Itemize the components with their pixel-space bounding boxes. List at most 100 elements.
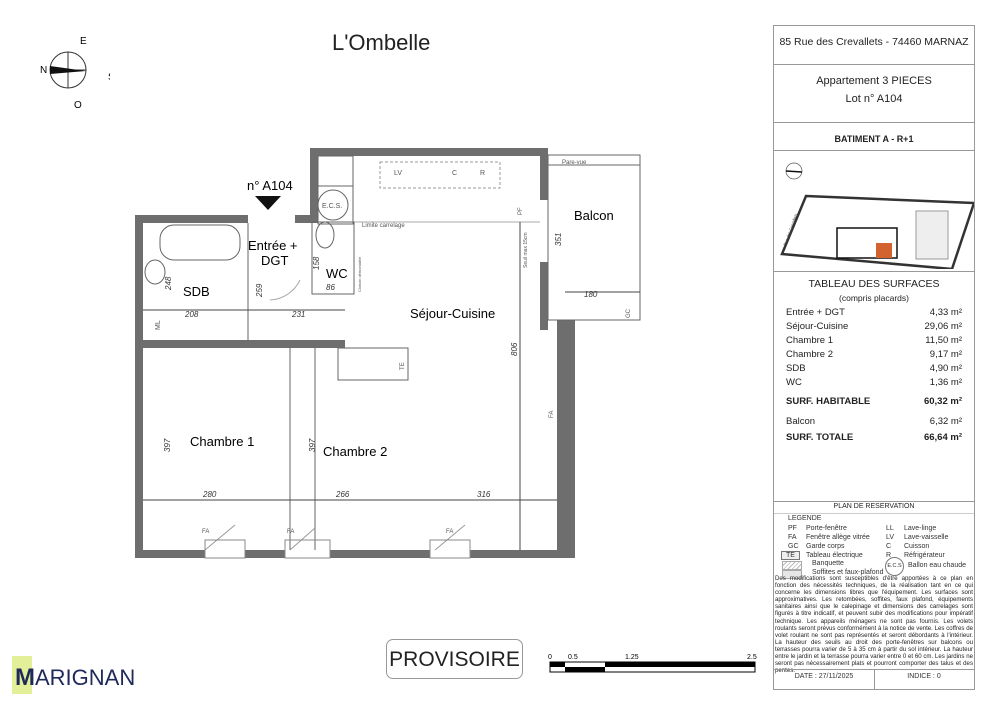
legend-label: Garde corps	[806, 543, 845, 550]
gc-label: GC	[626, 308, 632, 318]
disclaimer: Des modifications sont susceptibles d'êt…	[775, 575, 973, 675]
legend-soffites: Soffites et faux-plafond	[812, 569, 884, 576]
legend-code: LV	[886, 534, 895, 541]
pare-vue-label: Pare-vue	[562, 160, 587, 166]
dim-208: 208	[184, 310, 199, 319]
dim-248: 248	[164, 276, 173, 291]
scale-tick: 1.25	[625, 654, 639, 661]
soffites-swatch	[782, 570, 802, 579]
fa-label-1: FA	[202, 529, 209, 535]
fa-label-3: FA	[446, 529, 453, 535]
legend-code: FA	[788, 534, 797, 541]
date: DATE : 27/11/2025	[794, 673, 854, 680]
legend-label: Fenêtre allège vitrée	[806, 534, 870, 541]
pf-label: PF	[518, 207, 524, 215]
dim-231: 231	[291, 310, 305, 319]
dim-806: 806	[510, 342, 519, 356]
walls	[135, 148, 575, 558]
room-sdb: SDB	[183, 284, 210, 299]
building-level: BATIMENT A - R+1	[834, 134, 914, 144]
dim-397-b: 397	[308, 438, 317, 452]
legend-code: PF	[788, 525, 797, 532]
te-label: TE	[400, 362, 406, 370]
street-label: Rue des Crevallets	[782, 213, 798, 246]
ml-label: ML	[155, 320, 162, 330]
dim-266: 266	[335, 490, 350, 499]
room-wc: WC	[326, 266, 348, 281]
logo-accent	[12, 656, 32, 694]
entry-arrow-icon	[255, 196, 281, 210]
apartment-type: Appartement 3 PIECES	[816, 75, 932, 87]
legend-code: R	[886, 552, 892, 559]
scale-tick: 2.5	[747, 654, 757, 661]
legend-label: Porte-fenêtre	[806, 525, 847, 532]
banquette-swatch	[782, 561, 802, 570]
legend-title: LEGENDE	[788, 515, 822, 522]
floor-plan: n° A104 Entrée + DGT WC SDB Séjour-Cuisi…	[135, 148, 641, 559]
room-chambre1: Chambre 1	[190, 434, 254, 449]
logo-initial: M	[15, 664, 35, 691]
dim-158: 158	[312, 256, 321, 270]
logo: MARIGNAN	[15, 664, 135, 692]
dim-259: 259	[255, 283, 264, 298]
lot-number: Lot n° A104	[845, 93, 903, 105]
legend-code: C	[886, 543, 892, 550]
legend-code: LL	[886, 525, 894, 532]
legend-code-te: TE	[781, 551, 800, 560]
compass-o: O	[74, 100, 82, 110]
index: INDICE : 0	[907, 673, 941, 680]
ecs-label: E.C.S.	[322, 203, 342, 210]
fa-label-2: FA	[287, 529, 294, 535]
site-plan: Rue des Crevallets	[780, 162, 974, 269]
compass-icon: N E S O	[40, 36, 110, 110]
scale-bar: 0 0.5 1.25 2.5	[548, 654, 757, 673]
room-chambre2: Chambre 2	[323, 444, 387, 459]
dim-351: 351	[554, 233, 563, 246]
dim-316: 316	[477, 490, 491, 499]
info-panel: 85 Rue des Crevallets - 74460 MARNAZ App…	[773, 25, 975, 690]
surfaces-title: TABLEAU DES SURFACES	[808, 278, 940, 290]
entry-marker: n° A104	[247, 178, 293, 193]
room-entree: Entrée +	[248, 238, 298, 253]
ecs-symbol-icon: E.C.S	[885, 557, 904, 576]
compass-e: E	[80, 36, 87, 47]
legend-code: GC	[788, 543, 799, 550]
scale-tick: 0.5	[568, 654, 578, 661]
legend-label: Tableau électrique	[806, 552, 863, 559]
scale-tick: 0	[548, 654, 552, 661]
dim-397-a: 397	[163, 438, 172, 452]
room-balcon: Balcon	[574, 208, 614, 223]
lot-highlight	[876, 243, 892, 258]
lv-label: LV	[394, 170, 402, 177]
room-sejour: Séjour-Cuisine	[410, 306, 495, 321]
legend-banquette: Banquette	[812, 560, 844, 567]
limite-carrelage: Limite carrelage	[362, 223, 405, 229]
legend-label: Cuisson	[904, 543, 930, 550]
plan-title: PLAN DE RESERVATION	[833, 503, 915, 510]
compass-s: S	[108, 72, 110, 83]
dim-180: 180	[584, 290, 598, 299]
seuil-label: Seuil max 15cm	[523, 232, 529, 268]
fa-label-right: FA	[549, 411, 555, 418]
cloison-label: Cloison démontable	[357, 256, 362, 292]
provisoire-stamp: PROVISOIRE	[386, 639, 523, 679]
project-title: L'Ombelle	[332, 30, 431, 55]
room-entree-2: DGT	[261, 253, 289, 268]
dim-86: 86	[326, 283, 335, 292]
address: 85 Rue des Crevallets - 74460 MARNAZ	[779, 36, 969, 48]
c-label: C	[452, 170, 457, 177]
legend-ecs: Ballon eau chaude	[908, 562, 966, 569]
surfaces-subtitle: (compris placards)	[839, 293, 909, 303]
r-label: R	[480, 170, 485, 177]
logo-text: ARIGNAN	[35, 665, 136, 690]
compass-n: N	[40, 65, 47, 76]
